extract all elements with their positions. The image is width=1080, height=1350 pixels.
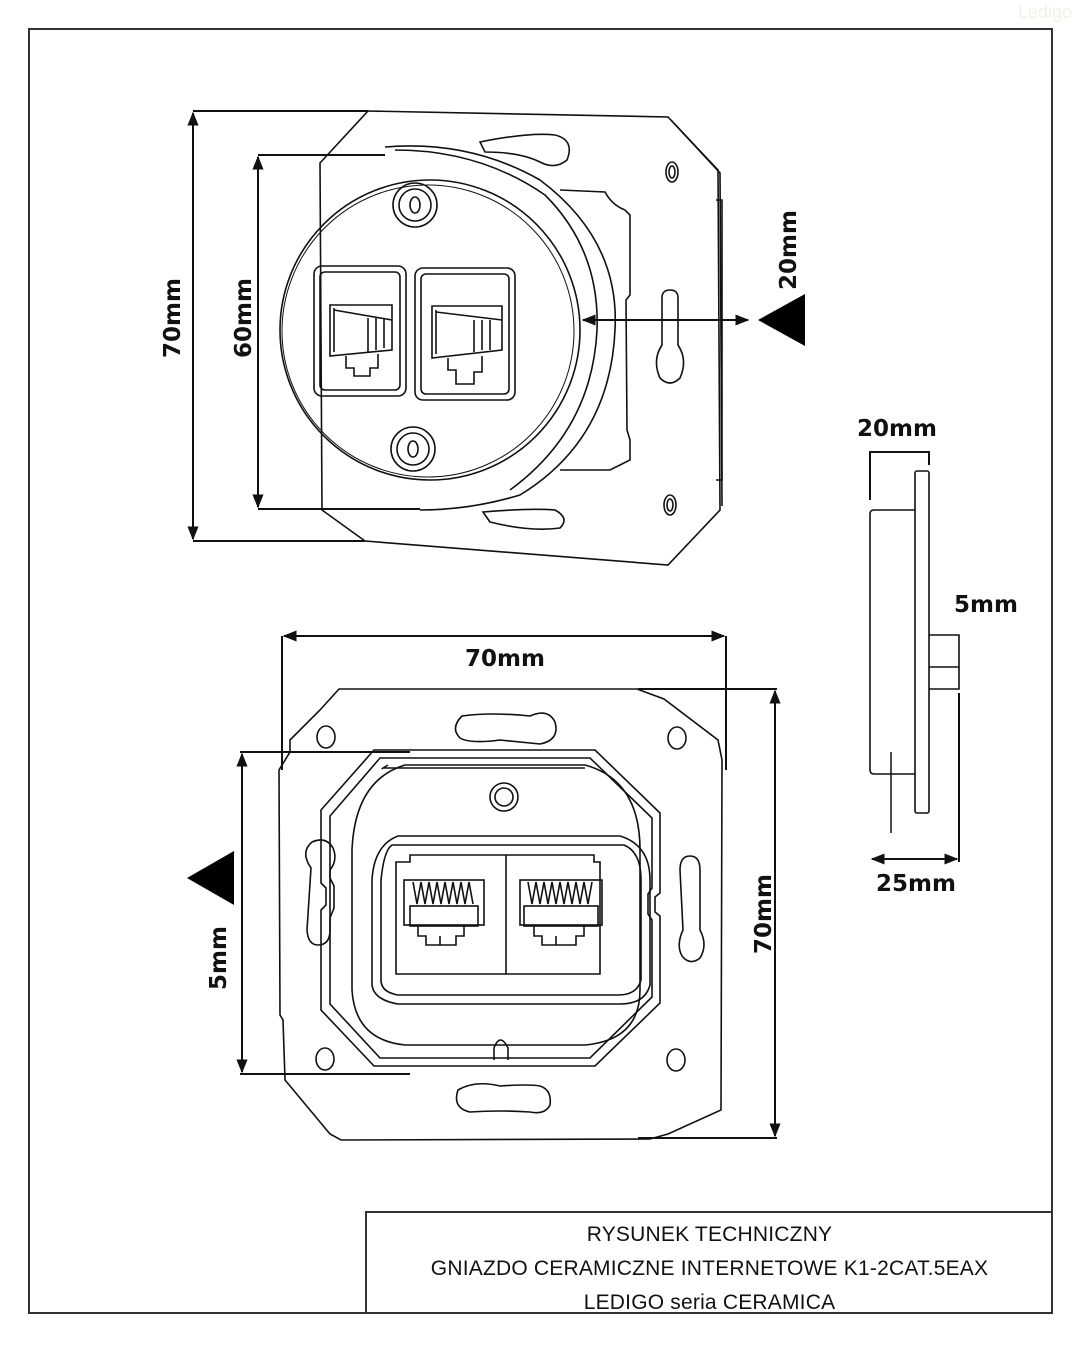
- plate-hole-icon: [315, 1047, 335, 1071]
- dim-label-20mm: 20mm: [776, 210, 802, 290]
- dim-label-70mm-height: 70mm: [751, 874, 777, 954]
- plate-slot: [478, 133, 571, 167]
- dim-label-70mm-width: 70mm: [465, 646, 545, 672]
- plate-hole-icon: [667, 726, 687, 750]
- side-view: [869, 470, 960, 833]
- side-body: [869, 509, 915, 775]
- mechanism-frame: [320, 749, 661, 1067]
- direction-triangle-icon: [758, 294, 805, 346]
- dim-label-5mm-side: 5mm: [954, 592, 1018, 618]
- screw-bottom-icon: [390, 426, 436, 472]
- plate-slot: [481, 508, 565, 530]
- rj45-port-icon: [519, 879, 603, 946]
- title-line-1: RYSUNEK TECHNICZNY: [586, 1223, 833, 1246]
- mechanism-view: [278, 688, 723, 1141]
- dim-label-60mm: 60mm: [231, 278, 257, 358]
- mechanism-plate: [278, 688, 723, 1141]
- watermark: Ledigo: [1017, 2, 1072, 22]
- keyhole-slot: [678, 855, 705, 963]
- ceramic-cover: [279, 179, 581, 481]
- plate-hole-icon: [665, 161, 679, 183]
- front-dimension-lines: [187, 110, 750, 542]
- plate-slot: [454, 712, 557, 745]
- rj45-port-icon: [313, 265, 407, 397]
- dim-label-70mm: 70mm: [160, 278, 186, 358]
- title-line-3: LEDIGO seria CERAMICA: [583, 1291, 836, 1314]
- plate-hole-icon: [316, 725, 336, 749]
- keyhole-slot: [304, 839, 336, 946]
- keyhole-slot: [655, 289, 685, 384]
- dim-label-5mm: 5mm: [206, 926, 232, 990]
- side-protrusion: [929, 634, 960, 690]
- title-block: RYSUNEK TECHNICZNY GNIAZDO CERAMICZNE IN…: [365, 1211, 1052, 1314]
- plate-slot: [455, 1082, 552, 1114]
- side-plate: [914, 470, 930, 814]
- screw-top-icon: [392, 182, 438, 228]
- dim-label-25mm: 25mm: [876, 871, 956, 897]
- drawing-border: [28, 28, 1053, 1314]
- front-perspective-view: [279, 110, 723, 566]
- direction-triangle-icon: [187, 851, 234, 905]
- rj45-port-icon: [414, 267, 516, 401]
- screw-icon: [489, 782, 519, 812]
- port-housing: [371, 835, 651, 1005]
- mechanism-body: [351, 764, 641, 1046]
- side-dimension-lines: [869, 451, 960, 865]
- mechanism-dimension-lines: [236, 630, 781, 1139]
- dim-label-side-20mm: 20mm: [857, 416, 937, 442]
- plate-hole-icon: [666, 1048, 686, 1072]
- rj45-port-icon: [403, 879, 485, 946]
- title-line-2: GNIAZDO CERAMICZNE INTERNETOWE K1-2CAT.5…: [430, 1257, 989, 1280]
- cover-side: [384, 145, 617, 511]
- plate-hole-icon: [663, 494, 677, 516]
